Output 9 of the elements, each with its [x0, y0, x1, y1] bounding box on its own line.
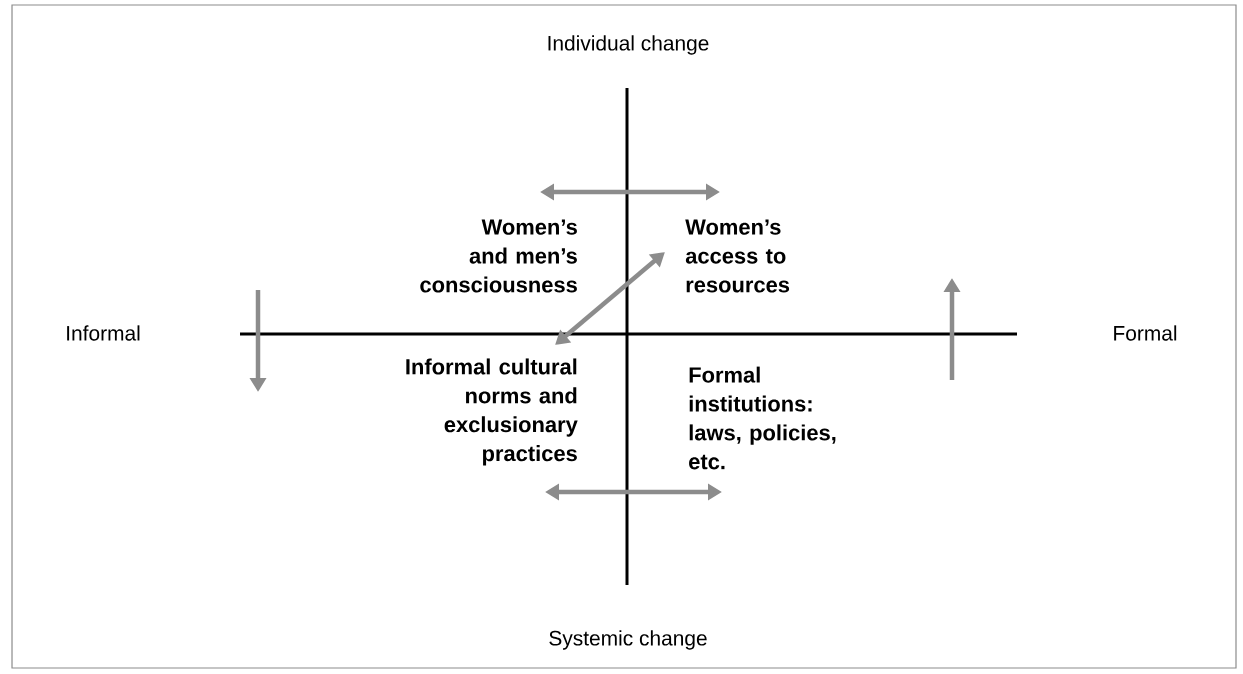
quadrant-text: Formal institutions: laws, policies, etc.	[689, 366, 836, 470]
axis-label: Formal	[1114, 325, 1177, 341]
axis-label: Systemic change	[549, 630, 707, 650]
axis-label: Individual change	[548, 35, 709, 55]
quadrant-text: Women’s and men’s consciousness	[420, 219, 577, 293]
quadrant-text: Informal cultural norms and exclusionary practices	[406, 358, 578, 466]
arrow	[555, 252, 665, 345]
axis-label: Informal	[67, 325, 140, 341]
quadrant-text: Women’s access to resources	[685, 219, 790, 293]
